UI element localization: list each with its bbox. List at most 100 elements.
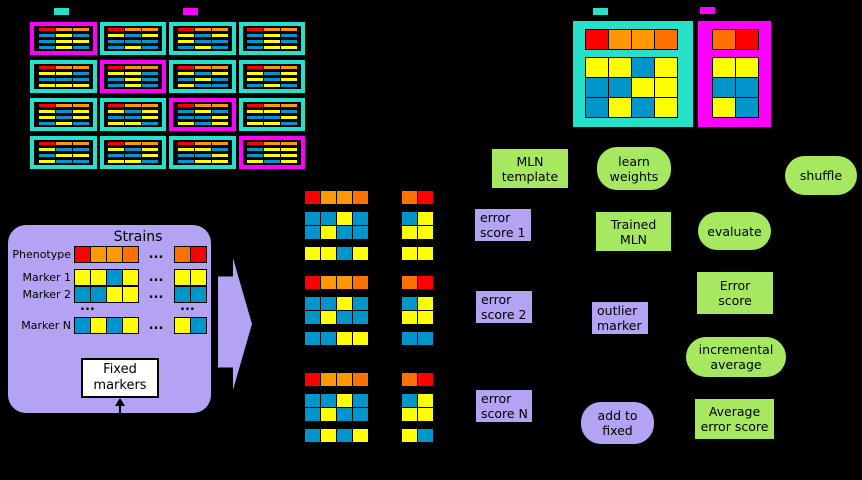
fold1-train-marker1 (304, 211, 369, 226)
markerN-tail-cells (174, 317, 207, 334)
markerN-cells (74, 317, 139, 334)
foldN-test-markerN (401, 428, 434, 443)
outlier-marker-node: outlier marker (592, 302, 648, 334)
node-label: evaluate (707, 223, 762, 239)
fold2-test-marker1 (401, 296, 434, 311)
strain-table-13 (30, 136, 97, 169)
node-label: template (501, 168, 559, 184)
strain-table-cells (246, 27, 299, 50)
test-phenotype-row (712, 29, 759, 50)
ellipsis: ... (148, 270, 164, 285)
strain-table-2 (99, 22, 166, 55)
node-label: incremental (698, 342, 774, 357)
node-label: fixed (602, 423, 633, 438)
node-label: score (718, 293, 752, 308)
strain-table-16 (238, 136, 305, 169)
marker2-tail-cells (174, 286, 207, 303)
phenotype-cells (74, 246, 139, 263)
foldN-train-marker1 (304, 393, 369, 408)
node-label: Trained (610, 216, 657, 232)
fold2-train-markerN (304, 331, 369, 346)
strain-table-1 (30, 22, 97, 55)
error-score-1-node: error score 1 (475, 209, 531, 241)
strains-title: Strains (113, 229, 163, 245)
strain-table-11 (169, 98, 236, 131)
strain-table-cells (246, 103, 299, 126)
legend-test-swatch-right (699, 6, 716, 15)
legend-train-swatch-right (592, 7, 609, 16)
test-marker-grid (712, 57, 759, 118)
node-label: MLN (619, 231, 648, 247)
strain-table-cells (246, 141, 299, 164)
fold1-train-markerN (304, 246, 369, 261)
fold-group-2 (304, 275, 534, 350)
fixed-markers-box: Fixed markers (81, 358, 159, 398)
marker2-label: Marker 2 (22, 288, 71, 301)
node-label: error (481, 391, 512, 406)
node-label: Error (719, 278, 751, 293)
up-arrow-icon (114, 398, 126, 414)
fold2-train-marker1 (304, 296, 369, 311)
node-label: score 1 (480, 225, 526, 240)
fold-group-1 (304, 190, 534, 265)
add-to-fixed-node: add to fixed (581, 402, 654, 444)
fold2-test-marker2 (401, 310, 434, 325)
node-label: average (710, 357, 762, 372)
marker1-tail-cells (174, 269, 207, 286)
strain-table-cells (107, 65, 160, 88)
foldN-train-markerN (304, 428, 369, 443)
marker1-cells (74, 269, 139, 286)
fold1-train-phenotype (304, 190, 369, 205)
strain-table-cells (37, 27, 90, 50)
strain-table-cells (246, 65, 299, 88)
legend-train-swatch-left (53, 7, 70, 16)
strain-table-12 (238, 98, 305, 131)
strain-table-cells (37, 65, 90, 88)
shuffle-node: shuffle (785, 156, 857, 195)
fold1-test-phenotype (401, 190, 434, 205)
strains-panel: Strains Phenotype ... Marker 1 ... Marke… (8, 225, 211, 414)
node-label: score N (481, 406, 528, 421)
node-label: error score (700, 419, 769, 434)
node-label: score 2 (481, 307, 527, 322)
ellipsis: ... (148, 318, 164, 333)
strain-table-4 (238, 22, 305, 55)
strain-table-14 (99, 136, 166, 169)
fold1-test-markerN (401, 246, 434, 261)
evaluate-node: evaluate (698, 212, 771, 250)
training-marker-grid (585, 57, 678, 118)
strain-table-cells (37, 103, 90, 126)
node-label: shuffle (799, 168, 843, 183)
ellipsis: ... (148, 247, 164, 262)
strain-table-5 (30, 60, 97, 93)
strain-table-cells (37, 141, 90, 164)
trained-mln-node: Trained MLN (596, 212, 671, 251)
foldN-train-phenotype (304, 372, 369, 387)
ellipsis: ... (148, 287, 164, 302)
error-score-node: Error score (697, 272, 773, 314)
fold1-test-marker1 (401, 211, 434, 226)
phenotype-row: Phenotype ... (8, 246, 207, 263)
marker2-cells (74, 286, 139, 303)
node-label: MLN (516, 153, 544, 169)
fold2-train-phenotype (304, 275, 369, 290)
ellipsis: ... (80, 299, 95, 314)
foldN-test-phenotype (401, 372, 434, 387)
strain-table-cells (176, 65, 229, 88)
strain-table-15 (169, 136, 236, 169)
node-label: weights (609, 168, 659, 184)
fixed-markers-label: markers (93, 378, 147, 393)
error-score-n-node: error score N (476, 390, 532, 422)
strain-table-cells (107, 27, 160, 50)
node-label: learn (618, 153, 650, 169)
legend-test-swatch-left (182, 7, 199, 16)
error-score-2-node: error score 2 (476, 291, 532, 323)
node-label: error (481, 292, 512, 307)
strain-table-cells (107, 103, 160, 126)
average-error-score-node: Average error score (695, 399, 774, 439)
strain-table-cells (107, 141, 160, 164)
phenotype-label: Phenotype (12, 248, 71, 261)
test-set-table (698, 21, 771, 127)
node-label: outlier (597, 303, 638, 318)
